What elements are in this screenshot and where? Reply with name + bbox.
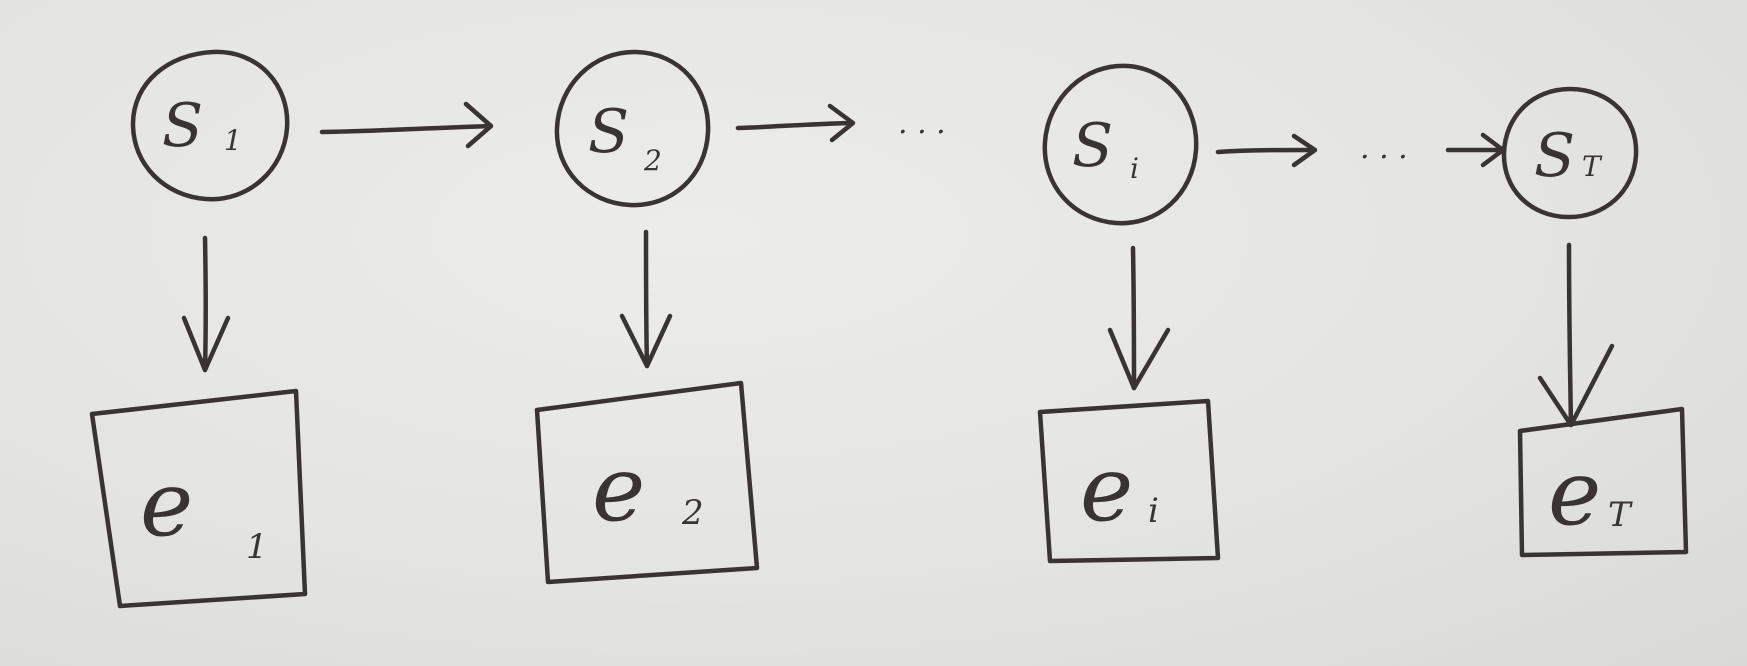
state-node-1: S 1	[130, 49, 290, 202]
transition-arrow-1-2	[319, 101, 494, 149]
ellipsis-1: . . .	[898, 106, 946, 141]
evidence-node-1: e 1	[89, 388, 308, 609]
transition-arrow-2-ellipsis	[735, 103, 856, 143]
emission-arrow-1	[181, 235, 231, 373]
evidence-label-letter: e	[592, 437, 645, 542]
evidence-node-i: e i	[1037, 398, 1221, 564]
transition-arrow-ellipsis-T	[1445, 132, 1506, 168]
emission-arrow-i	[1107, 245, 1171, 391]
evidence-label-letter: e	[140, 452, 193, 557]
state-label-letter: S	[1534, 121, 1575, 191]
state-label-subscript: i	[1130, 152, 1139, 185]
emission-arrow-2	[619, 229, 673, 369]
evidence-label-subscript: 1	[246, 527, 268, 567]
state-label-letter: S	[162, 91, 203, 161]
ellipsis-2: . . .	[1360, 131, 1408, 166]
transition-arrow-i-ellipsis	[1215, 133, 1318, 168]
state-node-T: S T	[1501, 86, 1639, 220]
state-label-letter: S	[588, 97, 629, 167]
state-label-letter: S	[1072, 111, 1113, 181]
state-label-subscript: 2	[643, 144, 662, 177]
evidence-node-2: e 2	[534, 380, 760, 585]
state-node-i: S i	[1042, 63, 1199, 226]
evidence-label-letter: e	[1548, 441, 1601, 546]
evidence-label-subscript: 2	[681, 493, 704, 533]
evidence-label-subscript: T	[1608, 495, 1633, 535]
evidence-node-T: e T	[1517, 406, 1689, 558]
state-label-subscript: 1	[224, 124, 242, 157]
state-node-2: S 2	[554, 49, 711, 208]
state-label-subscript: T	[1582, 150, 1603, 183]
evidence-label-letter: e	[1080, 437, 1133, 542]
emission-arrow-T	[1537, 242, 1615, 428]
evidence-label-subscript: i	[1148, 491, 1159, 531]
